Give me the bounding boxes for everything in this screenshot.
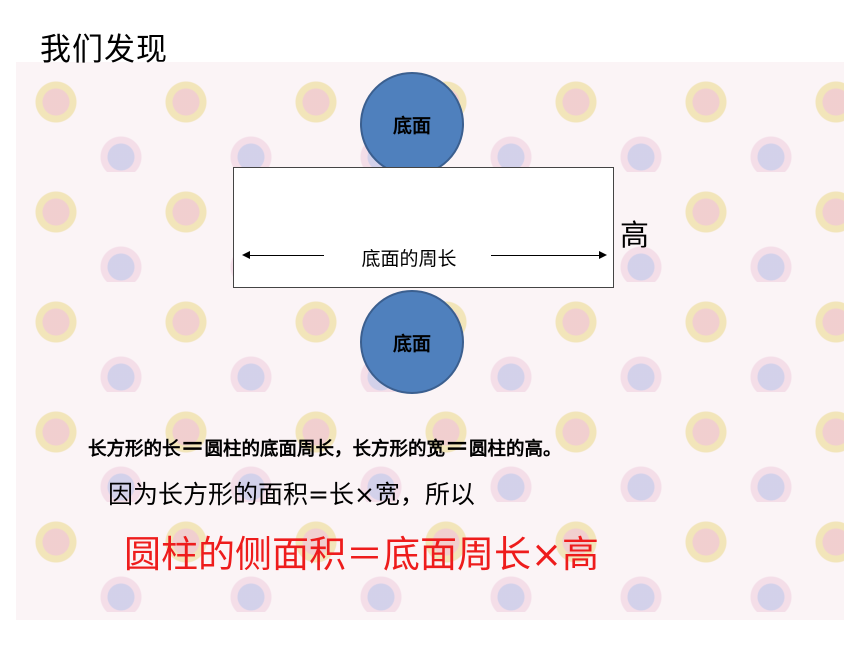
height-label: 高 — [620, 218, 650, 252]
relationship-statement: 长方形的长＝圆柱的底面周长，长方形的宽＝圆柱的高。 — [88, 427, 562, 462]
top-base-label: 底面 — [392, 114, 431, 137]
arrow-line-left — [244, 255, 324, 256]
arrow-line-right — [491, 255, 599, 256]
statement-part-3: 圆柱的高。 — [469, 439, 562, 460]
bottom-base-circle: 底面 — [360, 290, 464, 394]
equals-sign-1: ＝ — [180, 433, 205, 461]
lateral-area-formula: 圆柱的侧面积＝底面周长×高 — [124, 533, 600, 576]
statement-part-2: 圆柱的底面周长，长方形的宽 — [204, 439, 446, 460]
equals-sign-2: ＝ — [445, 433, 470, 461]
perimeter-label: 底面的周长 — [361, 248, 457, 270]
arrow-right-icon — [599, 251, 607, 259]
slide-title: 我们发现 — [40, 32, 168, 68]
statement-part-1: 长方形的长 — [88, 439, 181, 460]
top-base-circle: 底面 — [360, 72, 464, 176]
bottom-base-label: 底面 — [392, 332, 431, 355]
reasoning-statement: 因为长方形的面积=长×宽，所以 — [108, 480, 475, 509]
lateral-surface-rectangle: 底面的周长 — [233, 167, 614, 288]
